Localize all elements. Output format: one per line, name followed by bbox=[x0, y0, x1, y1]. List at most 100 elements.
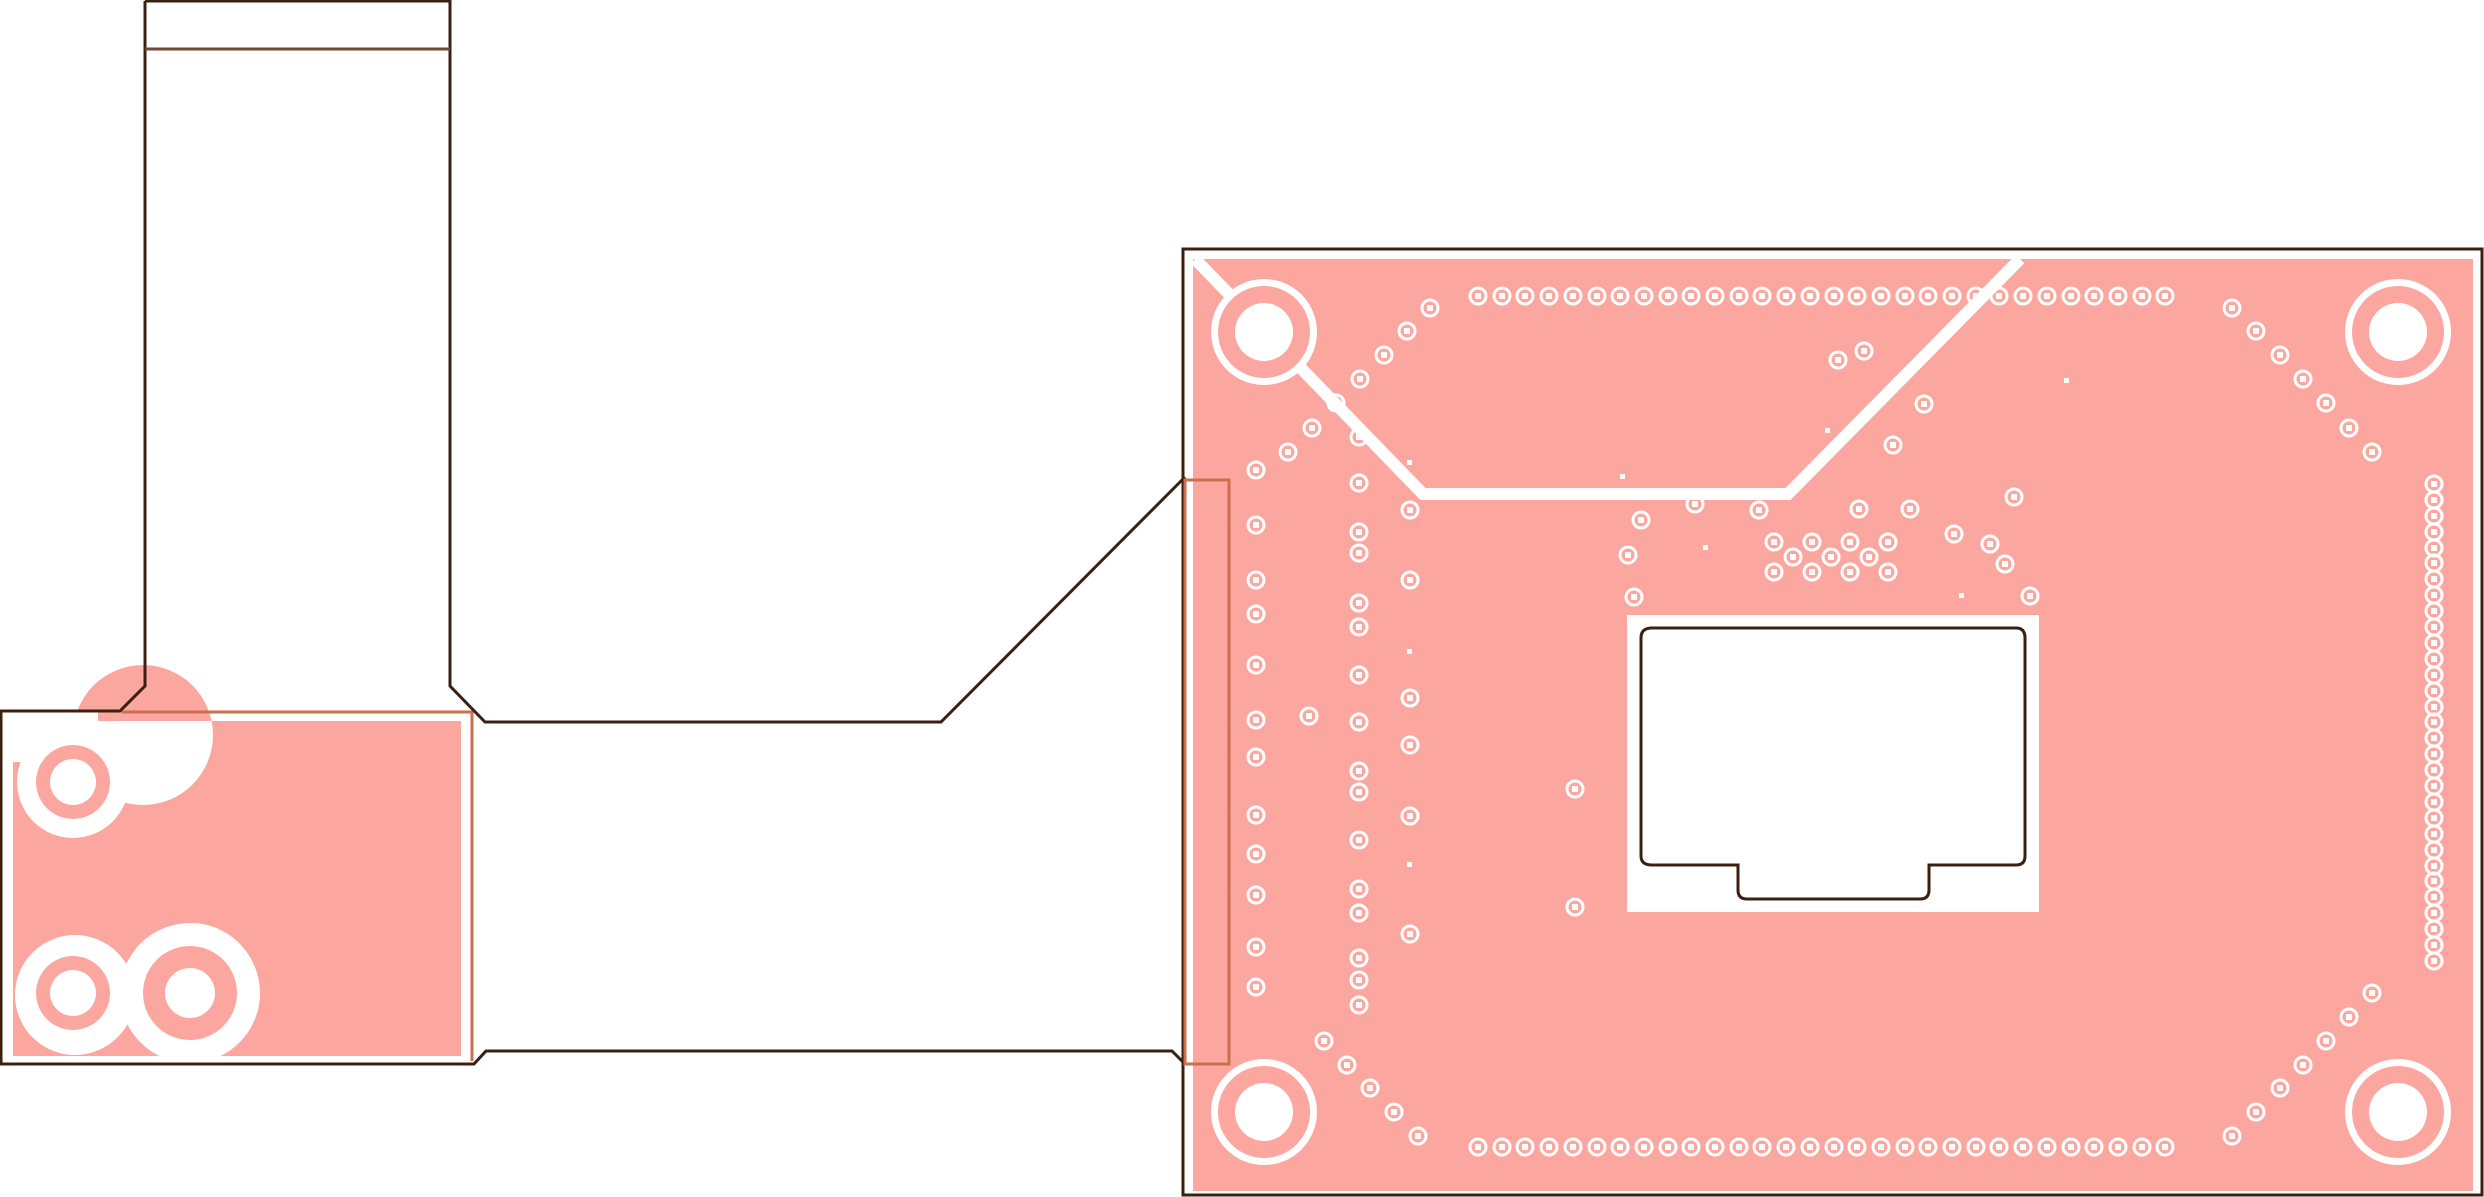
via-drill bbox=[2346, 425, 2352, 431]
via bbox=[1783, 547, 1803, 567]
via bbox=[1878, 532, 1898, 552]
via bbox=[1859, 547, 1879, 567]
via bbox=[1966, 1137, 1986, 1157]
via-drill bbox=[1759, 293, 1765, 299]
via-drill bbox=[1856, 506, 1862, 512]
via-drill bbox=[1625, 552, 1631, 558]
test-point bbox=[1407, 460, 1412, 465]
via bbox=[1776, 286, 1796, 306]
via bbox=[1420, 298, 1440, 318]
via bbox=[2037, 286, 2057, 306]
via bbox=[2222, 1126, 2242, 1146]
via-group bbox=[1246, 286, 2444, 1157]
via bbox=[2362, 983, 2382, 1003]
via-drill bbox=[1344, 1062, 1350, 1068]
test-point bbox=[1959, 593, 1964, 598]
via-drill bbox=[2300, 376, 2306, 382]
via bbox=[1871, 286, 1891, 306]
via bbox=[1900, 499, 1920, 519]
via-drill bbox=[1878, 1144, 1884, 1150]
via-drill bbox=[1641, 293, 1647, 299]
via-drill bbox=[2346, 1014, 2352, 1020]
via-drill bbox=[1807, 293, 1813, 299]
clearance-trace bbox=[1193, 259, 2025, 500]
via bbox=[1995, 554, 2015, 574]
via bbox=[1337, 1055, 1357, 1075]
via-drill bbox=[1996, 293, 2002, 299]
via bbox=[1840, 532, 1860, 552]
via-drill bbox=[1861, 348, 1867, 354]
via-drill bbox=[1783, 293, 1789, 299]
via-drill bbox=[2431, 576, 2437, 582]
via bbox=[1278, 442, 1298, 462]
via bbox=[1764, 532, 1784, 552]
via-drill bbox=[2431, 545, 2437, 551]
via-drill bbox=[2139, 1144, 2145, 1150]
sensor-window-cutout bbox=[1639, 626, 2027, 901]
via-drill bbox=[2369, 990, 2375, 996]
via-drill bbox=[1253, 467, 1259, 473]
mount-hole-br bbox=[2345, 1059, 2451, 1165]
via-drill bbox=[1407, 931, 1413, 937]
via-drill bbox=[1356, 768, 1362, 774]
via bbox=[1883, 435, 1903, 455]
via bbox=[1349, 761, 1369, 781]
via-drill bbox=[1949, 1144, 1955, 1150]
via-drill bbox=[2068, 293, 2074, 299]
via bbox=[1246, 747, 1266, 767]
via bbox=[1634, 286, 1654, 306]
via bbox=[1800, 286, 1820, 306]
via bbox=[1918, 286, 1938, 306]
via-drill bbox=[1854, 293, 1860, 299]
via bbox=[1634, 1137, 1654, 1157]
test-point-group bbox=[1407, 378, 2069, 867]
via bbox=[1314, 1031, 1334, 1051]
via-drill bbox=[1835, 357, 1841, 363]
via-drill bbox=[1407, 577, 1413, 583]
via-drill bbox=[2431, 672, 2437, 678]
via-drill bbox=[1973, 293, 1979, 299]
via bbox=[1349, 522, 1369, 542]
via-drill bbox=[1546, 1144, 1552, 1150]
via-drill bbox=[1309, 425, 1315, 431]
via-drill bbox=[1333, 400, 1339, 406]
via-drill bbox=[1407, 507, 1413, 513]
via-drill bbox=[1253, 984, 1259, 990]
via bbox=[2339, 418, 2359, 438]
via bbox=[2155, 286, 2175, 306]
via-drill bbox=[1828, 554, 1834, 560]
via-drill bbox=[2431, 942, 2437, 948]
via bbox=[1914, 394, 1934, 414]
via bbox=[1349, 830, 1369, 850]
via-drill bbox=[1771, 539, 1777, 545]
via-drill bbox=[2431, 767, 2437, 773]
via-drill bbox=[1381, 352, 1387, 358]
via bbox=[1246, 844, 1266, 864]
via bbox=[2293, 369, 2313, 389]
via bbox=[1246, 655, 1266, 675]
test-point bbox=[1407, 862, 1412, 867]
via bbox=[1828, 350, 1848, 370]
via bbox=[1326, 393, 1346, 413]
via bbox=[1246, 977, 1266, 997]
via bbox=[1618, 545, 1638, 565]
via bbox=[1800, 1137, 1820, 1157]
via bbox=[1685, 494, 1705, 514]
via-drill bbox=[1522, 293, 1528, 299]
via-drill bbox=[1759, 1144, 1765, 1150]
via-drill bbox=[1925, 293, 1931, 299]
via-drill bbox=[2229, 1133, 2235, 1139]
mount-hole-tl bbox=[1211, 279, 1317, 385]
via-drill bbox=[2431, 831, 2437, 837]
via bbox=[2316, 1031, 2336, 1051]
via bbox=[1989, 286, 2009, 306]
via-drill bbox=[2277, 352, 2283, 358]
via-drill bbox=[2277, 1085, 2283, 1091]
via-drill bbox=[1688, 1144, 1694, 1150]
via bbox=[1349, 473, 1369, 493]
via-drill bbox=[2229, 305, 2235, 311]
via-drill bbox=[1890, 442, 1896, 448]
via-drill bbox=[2115, 293, 2121, 299]
via-drill bbox=[1641, 1144, 1647, 1150]
via-drill bbox=[1771, 569, 1777, 575]
